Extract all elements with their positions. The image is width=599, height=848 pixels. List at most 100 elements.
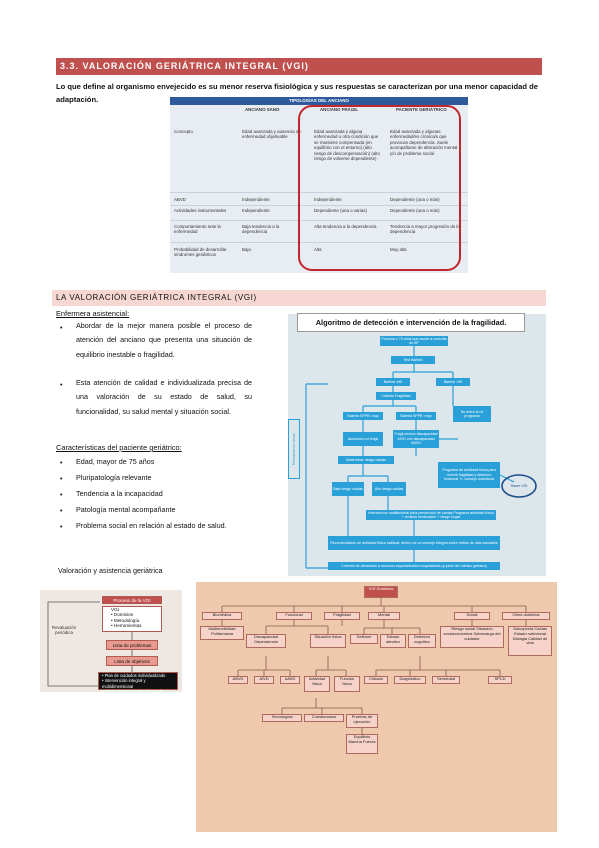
process-problems-box: Lista de problemas	[106, 640, 158, 650]
process-objectives-box: Lista de objetivos	[106, 656, 158, 666]
table-cell: Baja tendencia a la dependencia	[242, 224, 280, 235]
vgi-domains-tree: VGI Dominios Biomédica Funcional Fragili…	[196, 582, 557, 832]
algo-node: Criterios de derivación a recursos espec…	[328, 562, 500, 570]
tree-domain: Social	[454, 612, 490, 620]
algo-node: Hacer VGI	[510, 483, 528, 488]
side-label: Reevaluación anual	[288, 419, 300, 479]
algo-node: Barthel <90	[436, 378, 470, 386]
tree-leaf: Actividad física	[304, 676, 330, 692]
tree-leaf: Equilibrio Marcha Fuerza	[346, 734, 378, 754]
bullet-dot: •	[60, 506, 63, 515]
algo-node: Batería SPPB <nop	[343, 412, 383, 420]
algo-node: Cribado Fragilidad	[376, 392, 416, 400]
tipologias-table: TIPOLOGÍAS DEL ANCIANO ANCIANO SANO ANCI…	[170, 97, 468, 273]
bullet-text: Pluripatología relevante	[76, 473, 152, 482]
table-cell: Alta tendencia a la dependencia	[314, 224, 377, 229]
bullet-dot: •	[60, 474, 63, 483]
table-cell: Dependiente (una o varias)	[314, 208, 367, 213]
row-label: Concepto	[174, 129, 193, 134]
tree-node: Discapacidad Dependencia	[246, 634, 286, 648]
algo-node: Determinar riesgo caídas	[338, 456, 394, 464]
bullet-dot: •	[60, 490, 63, 499]
process-vgi-box: VGI • Dominios • Metodología • Herramien…	[102, 606, 162, 632]
intro-paragraph: Lo que define al organismo envejecido es…	[56, 82, 538, 104]
bullet-text: Esta atención de calidad e individualiza…	[76, 378, 252, 416]
algo-node: Intervención multifactorial para prevenc…	[366, 510, 496, 520]
tree-leaf: Tecnologías	[262, 714, 302, 722]
subheading-enfermera: Enfermera asistencial:	[56, 309, 130, 318]
table-cell: Independiente	[314, 197, 342, 202]
tree-leaf: AIVD	[254, 676, 274, 684]
tree-node: Sarcopenia Caídas Estado nutricional Dis…	[508, 626, 552, 656]
bullet-text: Abordar de la mejor manera posible el pr…	[76, 321, 252, 359]
bullet-text: Problema social en relación al estado de…	[76, 521, 227, 530]
section-header-vgi: 3.3. VALORACIÓN GERIÁTRICA INTEGRAL (VGI…	[56, 58, 542, 75]
fragility-algorithm: Reevaluación anual Persona ≥ 70 años que…	[288, 314, 546, 576]
algo-node: Test Barthel	[391, 356, 435, 364]
algo-node: Recomendación de actividad física habitu…	[328, 536, 500, 550]
col-header: ANCIANO SANO	[245, 107, 280, 112]
col-header: PACIENTE GERIÁTRICO	[396, 107, 447, 112]
vgi-process-diagram: Proceso de la VGI VGI • Dominios • Metod…	[40, 590, 182, 694]
tree-leaf: SPCD	[488, 676, 512, 684]
bullet-dot: •	[60, 323, 63, 332]
tree-leaf: Cuestionarios	[304, 714, 344, 722]
algo-node: Frágil sin/con discapacidad AIVD con dis…	[393, 430, 439, 448]
tree-domain: Funcional	[276, 612, 312, 620]
process-item: • Metodología	[111, 617, 140, 623]
bullet-dot: •	[60, 458, 63, 467]
tree-domain: Fragilidad	[324, 612, 360, 620]
table-cell: Edad avanzada y ausencia de enfermedad o…	[242, 129, 301, 140]
tree-root: VGI Dominios	[364, 586, 398, 598]
outcome-item: • Intervención integral y multidimension…	[102, 678, 146, 689]
caption-valoracion: Valoración y asistencia geriátrica	[58, 566, 163, 575]
tree-leaf: AAVD	[280, 676, 300, 684]
col-header: ANCIANO FRÁGIL	[320, 107, 359, 112]
table-cell: Edad avanzada y algunas enfermedad/es cr…	[390, 129, 458, 156]
tree-connectors	[221, 598, 527, 734]
algo-node: Barthel ≥90	[376, 378, 410, 386]
row-label: Actividades instrumentales	[174, 208, 227, 213]
outcome-item: • Nivel asistencial más adecuado	[102, 689, 164, 695]
process-title: Proceso de la VGI	[102, 596, 162, 604]
tree-leaf: Diagnóstico	[394, 676, 426, 684]
process-outcomes-box: • Plan de cuidados individualizado • Int…	[98, 672, 178, 694]
bullet-text: Tendencia a la incapacidad	[76, 489, 163, 498]
tree-leaf: Función física	[334, 676, 360, 692]
table-cell: Dependiente (una o más)	[390, 197, 440, 202]
bullet-text: Edad, mayor de 75 años	[76, 457, 155, 466]
tree-node: Deterioro cognitivo	[408, 634, 436, 648]
tree-domain: Otros dominios	[502, 612, 550, 620]
bullet-dot: •	[60, 380, 63, 389]
table-cell: Tendencia a mayor progresión de la depen…	[390, 224, 460, 235]
bullet-dot: •	[60, 522, 63, 531]
table-cell: Independiente	[242, 208, 270, 213]
row-label: Probabilidad de desarrollar síndromes ge…	[174, 247, 227, 258]
table-cell: Baja	[242, 247, 251, 252]
process-item: • Herramientas	[111, 623, 142, 629]
tree-leaf: Cribado	[364, 676, 388, 684]
outcome-item: • Plan de cuidados individualizado	[102, 673, 166, 678]
table-cell: Independiente	[242, 197, 270, 202]
table-cell: Muy alta	[390, 247, 407, 252]
process-reeval-label: Revaluación periódica	[51, 625, 77, 635]
tree-node: Situación física	[310, 634, 346, 648]
process-item: VGI	[111, 607, 119, 612]
algo-node: No entra en el programa	[453, 406, 491, 422]
table-title: TIPOLOGÍAS DEL ANCIANO	[170, 97, 468, 105]
row-label: Comportamiento ante la enfermedad	[174, 224, 221, 235]
process-item: • Dominios	[111, 612, 134, 618]
algo-node: Persona ≥ 70 años que acude a consulta d…	[380, 336, 448, 346]
tree-node: Delirium	[350, 634, 378, 644]
bullet-text: Patología mental acompañante	[76, 505, 176, 514]
tree-leaf: ABVD	[228, 676, 248, 684]
table-cell: Edad avanzada y alguna enfermedad u otra…	[314, 129, 380, 162]
section-header-vgi-2: LA VALORACIÓN GERIÁTRICA INTEGRAL (VGI)	[52, 290, 546, 306]
tree-leaf: Severidad	[432, 676, 460, 684]
algo-node: Bajo riesgo caídas	[332, 482, 364, 496]
table-cell: Alta	[314, 247, 322, 252]
algo-node: Programa de actividad física para revert…	[438, 462, 500, 488]
process-connectors	[47, 601, 133, 687]
algo-node: Alto riesgo caídas	[372, 482, 406, 496]
tree-domain: Biomédica	[202, 612, 242, 620]
